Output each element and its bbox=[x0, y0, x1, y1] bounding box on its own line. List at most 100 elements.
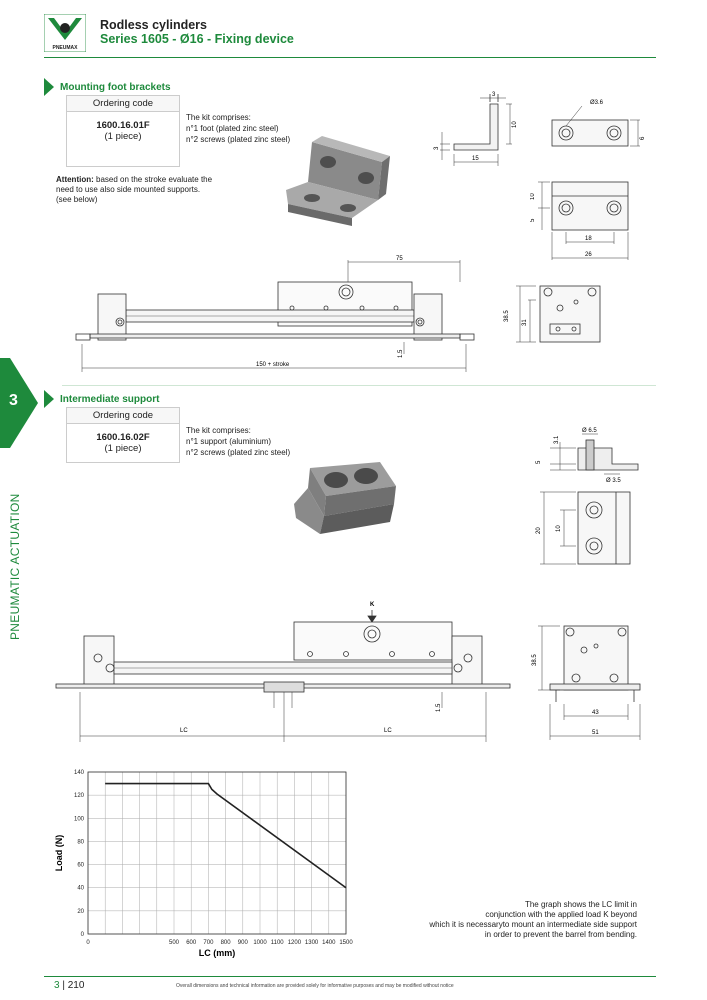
dim-label: 43 bbox=[592, 710, 599, 716]
chart-x-tick-label: 1200 bbox=[288, 940, 302, 946]
chapter-number: 3 bbox=[9, 392, 18, 409]
intermediate-support-image bbox=[294, 462, 396, 534]
dim-label: Ø3.6 bbox=[590, 100, 604, 106]
dim-label: Ø 3.5 bbox=[606, 478, 621, 484]
attention-line: based on the stroke evaluate the bbox=[93, 175, 213, 184]
page-title: Rodless cylinders bbox=[100, 18, 207, 32]
chart-x-tick-label: 0 bbox=[86, 940, 90, 946]
dim-label: 3.1 bbox=[554, 435, 560, 444]
chart-axes bbox=[87, 771, 347, 935]
kit-line: The kit comprises: bbox=[186, 426, 251, 435]
ordering-qty: (1 piece) bbox=[104, 443, 142, 454]
chart-x-tick-label: 1000 bbox=[253, 940, 267, 946]
dim-label: 6 bbox=[640, 136, 646, 140]
foot-bracket-image bbox=[286, 136, 390, 226]
dim-label: 38.5 bbox=[504, 310, 510, 322]
dim-label: 38.5 bbox=[532, 654, 538, 666]
page-number-value: 210 bbox=[67, 980, 85, 991]
chart-x-tick-label: 1500 bbox=[339, 940, 353, 946]
dim-label: 18 bbox=[585, 236, 592, 242]
support-profile-drawing: Ø 6.5 3.1 5 Ø 3.5 bbox=[536, 428, 639, 484]
attention-line: need to use also side mounted supports. bbox=[56, 185, 201, 194]
chart-x-tick-label: 600 bbox=[186, 940, 197, 946]
ordering-qty: (1 piece) bbox=[104, 131, 142, 142]
page-subtitle: Series 1605 - Ø16 - Fixing device bbox=[100, 32, 294, 46]
chapter-label: PNEUMATIC ACTUATION bbox=[8, 493, 22, 640]
logo-text: PNEUMAX bbox=[52, 45, 78, 51]
graph-note-line: conjunction with the applied load K beyo… bbox=[485, 910, 637, 919]
cylinder-foot-assembly-drawing: 75 1.5 150 + stroke bbox=[75, 256, 475, 372]
kit-line: n°1 foot (plated zinc steel) bbox=[186, 124, 279, 133]
foot-side-drawing: 3 10 3 15 bbox=[434, 92, 518, 166]
attention-label: Attention: bbox=[56, 175, 94, 184]
graph-note: The graph shows the LC limit in conjunct… bbox=[377, 900, 637, 940]
chart-x-tick-label: 1100 bbox=[271, 940, 285, 946]
kit-line: The kit comprises: bbox=[186, 113, 251, 122]
page-section: 3 bbox=[54, 980, 60, 991]
graph-note-line: which it is necessaryto mount an interme… bbox=[429, 920, 637, 929]
kit-line: n°1 support (aluminium) bbox=[186, 437, 272, 446]
dim-label: 20 bbox=[536, 527, 542, 534]
footer-divider bbox=[44, 976, 656, 977]
header-divider bbox=[44, 57, 656, 58]
section-divider bbox=[62, 385, 656, 386]
chart-x-tick-label: 900 bbox=[238, 940, 249, 946]
pneumax-logo: PNEUMAX bbox=[43, 13, 87, 53]
support-end-view-drawing: 38.5 43 51 bbox=[532, 625, 641, 740]
dim-label: LC bbox=[180, 728, 188, 734]
dim-label: 26 bbox=[585, 252, 592, 258]
ordering-box-foot: Ordering code 1600.16.01F (1 piece) bbox=[66, 95, 180, 167]
foot-top-drawing: Ø3.6 6 10 5 18 26 bbox=[530, 100, 646, 260]
dim-label: Ø 6.5 bbox=[582, 428, 597, 434]
section-arrow-icon bbox=[44, 390, 54, 408]
chart-y-tick-label: 140 bbox=[74, 770, 85, 776]
chart-y-tick-label: 120 bbox=[74, 793, 85, 799]
dim-label: 5 bbox=[530, 218, 536, 222]
kit-description-foot: The kit comprises: n°1 foot (plated zinc… bbox=[186, 112, 290, 145]
page-separator: | bbox=[62, 980, 65, 991]
chart-y-tick-label: 80 bbox=[77, 839, 84, 845]
dim-label: 10 bbox=[512, 121, 518, 128]
dim-label: 150 + stroke bbox=[256, 362, 290, 368]
dim-label: 5 bbox=[536, 460, 542, 464]
chart-y-tick-label: 20 bbox=[77, 909, 84, 915]
chart-x-tick-label: 800 bbox=[221, 940, 232, 946]
attention-line: (see below) bbox=[56, 195, 98, 204]
dim-label: 31 bbox=[522, 319, 528, 326]
footer-disclaimer: Overall dimensions and technical informa… bbox=[176, 983, 454, 989]
chart-y-tick-label: 0 bbox=[81, 932, 85, 938]
chart-lines bbox=[105, 782, 347, 889]
graph-note-line: in order to prevent the barrel from bend… bbox=[484, 930, 637, 939]
attention-note: Attention: based on the stroke evaluate … bbox=[56, 175, 276, 205]
page-number: 3 | 210 bbox=[54, 980, 84, 991]
cylinder-support-assembly-drawing: K 1.5 LC LC bbox=[55, 602, 511, 742]
chart-y-axis-label: Load (N) bbox=[54, 835, 64, 872]
ordering-box-support: Ordering code 1600.16.02F (1 piece) bbox=[66, 407, 180, 463]
ordering-code: 1600.16.02F bbox=[96, 432, 150, 443]
ordering-head: Ordering code bbox=[67, 96, 179, 112]
chart-grid bbox=[87, 771, 347, 935]
section-title-mounting: Mounting foot brackets bbox=[60, 82, 171, 93]
section-arrow-icon bbox=[44, 78, 54, 96]
chart-x-tick-label: 500 bbox=[169, 940, 180, 946]
dim-label: 1.5 bbox=[436, 703, 442, 712]
dim-label: 3 bbox=[434, 146, 440, 150]
load-k-label: K bbox=[370, 602, 375, 608]
dim-label: 75 bbox=[396, 256, 403, 262]
chart-y-tick-label: 60 bbox=[77, 863, 84, 869]
chart-series-line bbox=[105, 782, 347, 889]
support-top-drawing: 20 10 bbox=[536, 491, 631, 565]
graph-note-line: The graph shows the LC limit in bbox=[524, 900, 637, 909]
foot-end-view-drawing: 38.5 31 bbox=[504, 285, 601, 343]
dim-label: 51 bbox=[592, 730, 599, 736]
dim-label: 10 bbox=[556, 525, 562, 532]
chart-x-axis-label: LC (mm) bbox=[199, 948, 236, 958]
dim-label: LC bbox=[384, 728, 392, 734]
chart-y-tick-label: 100 bbox=[74, 816, 85, 822]
chart-frame bbox=[87, 771, 347, 935]
ordering-code: 1600.16.01F bbox=[96, 120, 150, 131]
dim-label: 10 bbox=[530, 193, 536, 200]
dim-label: 1.5 bbox=[398, 349, 404, 358]
